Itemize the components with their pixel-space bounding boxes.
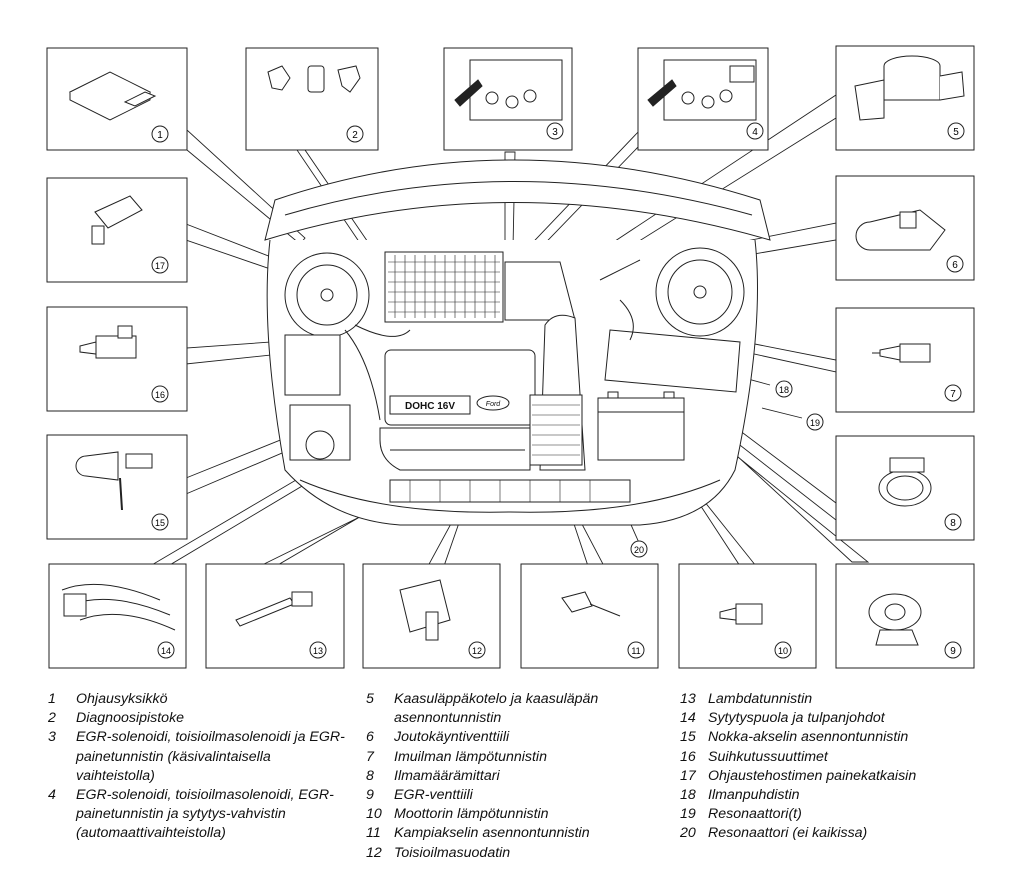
box-8	[835, 435, 975, 541]
svg-text:12: 12	[472, 646, 482, 656]
callout-20: 20	[630, 540, 648, 558]
box-14	[48, 563, 187, 669]
svg-text:19: 19	[810, 418, 820, 428]
svg-text:9: 9	[950, 646, 956, 657]
svg-text:7: 7	[950, 389, 956, 400]
callout-10: 10	[774, 641, 792, 659]
box-15	[46, 434, 188, 540]
engine-bay-illustration: DOHC 16V Ford	[264, 159, 771, 526]
svg-text:3: 3	[552, 127, 558, 138]
callout-4: 4	[746, 122, 764, 140]
callout-17: 17	[151, 256, 169, 274]
svg-text:6: 6	[952, 260, 958, 271]
svg-text:10: 10	[778, 646, 788, 656]
callout-11: 11	[627, 641, 645, 659]
svg-text:14: 14	[161, 646, 171, 656]
box-10	[678, 563, 817, 669]
svg-text:18: 18	[779, 385, 789, 395]
box-5	[835, 45, 975, 151]
callout-9: 9	[944, 641, 962, 659]
callout-7: 7	[944, 384, 962, 402]
svg-text:4: 4	[752, 127, 758, 138]
box-4	[637, 47, 769, 151]
engine-component-diagram: DOHC 16V Ford	[46, 45, 975, 669]
callout-1: 1	[151, 125, 169, 143]
svg-text:1: 1	[157, 130, 163, 141]
svg-text:17: 17	[155, 261, 165, 271]
svg-text:16: 16	[155, 390, 165, 400]
callout-19: 19	[806, 413, 824, 431]
cam-cover-label: DOHC 16V	[405, 401, 455, 412]
callout-14: 14	[157, 641, 175, 659]
component-boxes	[46, 45, 975, 669]
callout-18: 18	[775, 380, 793, 398]
callout-markers: 1 2 3 4 5 6 7 8 9 10 11 12 13 14 15 16 1…	[151, 122, 965, 659]
svg-text:11: 11	[631, 646, 640, 656]
svg-text:5: 5	[953, 127, 959, 138]
callout-6: 6	[946, 255, 964, 273]
callout-8: 8	[944, 513, 962, 531]
svg-text:13: 13	[313, 646, 323, 656]
svg-text:20: 20	[634, 545, 644, 555]
callout-5: 5	[947, 122, 965, 140]
svg-text:2: 2	[352, 130, 358, 141]
callout-16: 16	[151, 385, 169, 403]
callout-15: 15	[151, 513, 169, 531]
brand-logo: Ford	[486, 401, 502, 408]
callout-2: 2	[346, 125, 364, 143]
callout-13: 13	[309, 641, 327, 659]
svg-text:8: 8	[950, 518, 956, 529]
svg-text:15: 15	[155, 518, 165, 528]
callout-12: 12	[468, 641, 486, 659]
callout-3: 3	[546, 122, 564, 140]
